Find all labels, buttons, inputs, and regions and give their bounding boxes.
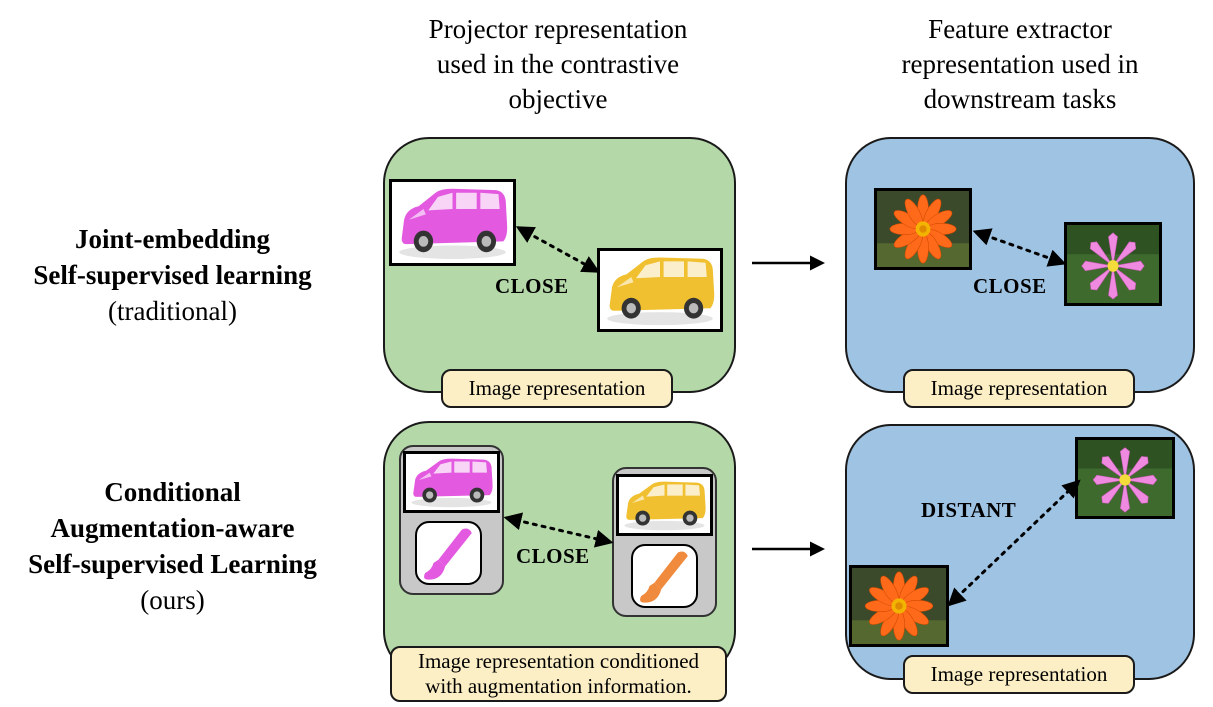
caption-text: Image representation — [468, 376, 646, 400]
orange-flower-image — [849, 565, 949, 647]
row-label-ours: Conditional Augmentation-aware Self-supe… — [0, 474, 345, 618]
image-representation-caption: Image representation — [903, 655, 1135, 694]
orange-flower-image — [874, 188, 972, 270]
relation-label: CLOSE — [973, 274, 1047, 298]
image-representation-caption: Image representation — [441, 369, 673, 408]
conditioned-representation-caption: Image representation conditioned with au… — [390, 646, 727, 702]
row-label-line: (traditional) — [108, 296, 237, 326]
projector-header-line: Projector representation — [428, 14, 688, 44]
row-label-line: Joint-embedding — [74, 224, 271, 254]
paintbrush-icon — [424, 528, 472, 580]
relation-label: CLOSE — [495, 274, 569, 298]
projector-header-line: used in the contrastive — [436, 49, 680, 79]
pink-flower-image — [1075, 437, 1175, 519]
row-label-traditional: Joint-embedding Self-supervised learning… — [0, 221, 345, 329]
row-label-line: Augmentation-aware — [50, 513, 295, 543]
magenta-augmentation-box — [415, 521, 482, 585]
relation-label: DISTANT — [921, 498, 1017, 522]
caption-text: Image representation — [930, 376, 1108, 400]
pink-flower-image — [1064, 222, 1162, 306]
magenta-minivan-image — [403, 451, 500, 513]
extractor-header-line: representation used in — [901, 49, 1139, 79]
caption-text: Image representation — [930, 662, 1108, 686]
projector-column-header: Projector representation used in the con… — [378, 12, 738, 117]
caption-text: with augmentation information. — [425, 674, 692, 698]
orange-augmentation-box — [631, 544, 698, 608]
extractor-header-line: downstream tasks — [923, 84, 1117, 114]
magenta-minivan-image — [389, 179, 516, 266]
extractor-header-line: Feature extractor — [928, 14, 1112, 44]
paintbrush-icon — [640, 551, 688, 603]
image-representation-caption: Image representation — [903, 369, 1135, 408]
projector-header-line: objective — [508, 84, 608, 114]
relation-label: CLOSE — [516, 544, 590, 568]
caption-text: Image representation conditioned — [417, 649, 700, 673]
yellow-minivan-image — [616, 474, 713, 536]
yellow-minivan-image — [597, 248, 723, 332]
row-label-line: Self-supervised learning — [33, 260, 312, 290]
extractor-column-header: Feature extractor representation used in… — [840, 12, 1200, 117]
row-label-line: (ours) — [140, 585, 205, 615]
row-label-line: Self-supervised Learning — [28, 549, 317, 579]
row-label-line: Conditional — [104, 477, 241, 507]
